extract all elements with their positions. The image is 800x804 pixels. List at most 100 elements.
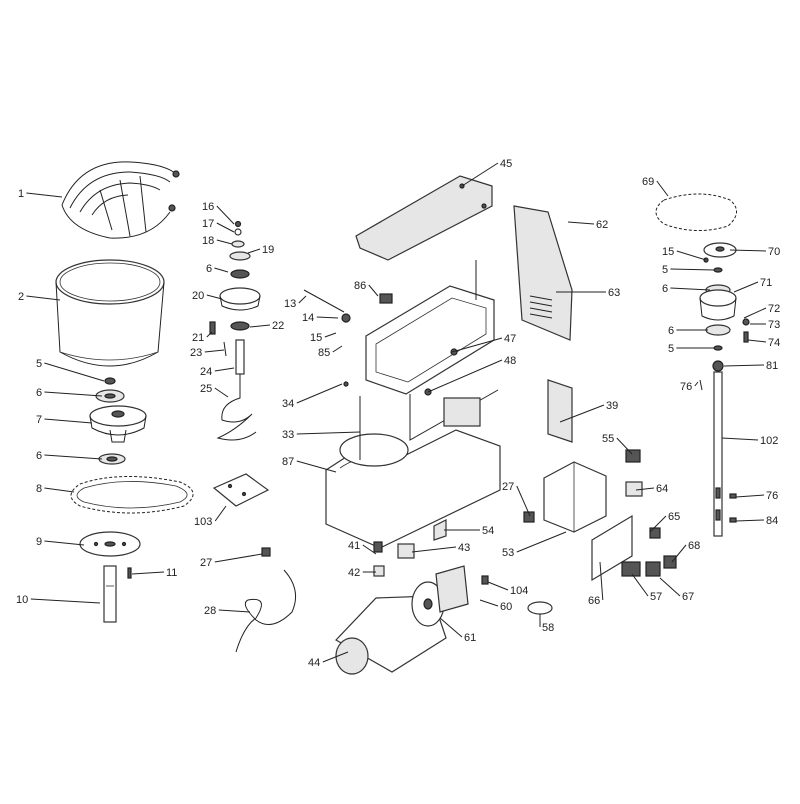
leader-line-c84 (735, 519, 765, 522)
leader-line-c86 (368, 284, 379, 297)
leader-line-c5b (670, 268, 715, 271)
leader-line-c6a (44, 391, 103, 397)
leader-line-c85 (332, 345, 343, 353)
callout-c6b: 6 (36, 450, 42, 462)
leader-line-c53 (516, 531, 567, 553)
callout-c7: 7 (36, 414, 42, 426)
callout-c65: 65 (668, 511, 680, 523)
callout-c47: 47 (504, 333, 516, 345)
callout-c63: 63 (608, 287, 620, 299)
machine-body (325, 260, 501, 549)
leader-line-c39 (559, 404, 605, 423)
callout-c18: 18 (202, 235, 214, 247)
callout-c24: 24 (200, 366, 212, 378)
callout-c69: 69 (642, 176, 654, 188)
callout-c25: 25 (200, 383, 212, 395)
callout-c5a: 5 (36, 358, 42, 370)
side-panel-grill (513, 205, 573, 341)
callout-c76b: 76 (766, 490, 778, 502)
leader-line-c27b (214, 553, 263, 563)
callout-c76a: 76 (680, 381, 692, 393)
callout-c74: 74 (768, 337, 780, 349)
callout-c16: 16 (202, 201, 214, 213)
cable-and-plate (212, 473, 297, 653)
callout-c68: 68 (688, 540, 700, 552)
callout-c54: 54 (482, 525, 494, 537)
callout-c5c: 5 (668, 343, 674, 355)
callout-c17: 17 (202, 218, 214, 230)
leader-line-c8 (44, 487, 75, 493)
leader-line-c69 (656, 180, 669, 197)
leader-line-c22 (249, 324, 271, 328)
callout-c57: 57 (650, 591, 662, 603)
leader-line-c5a (44, 362, 105, 382)
leader-line-c16 (216, 205, 235, 225)
callout-c70: 70 (768, 246, 780, 258)
leader-line-c21 (206, 331, 213, 338)
bowl-guard (61, 161, 180, 239)
leader-line-c34 (296, 383, 343, 404)
leader-line-c19 (247, 248, 261, 254)
callout-c5b: 5 (662, 264, 668, 276)
callout-c34: 34 (282, 398, 294, 410)
leader-line-c1 (26, 192, 63, 198)
leader-line-c6d (670, 287, 711, 291)
callout-c39: 39 (606, 400, 618, 412)
leader-line-c87 (296, 460, 337, 473)
callout-c8: 8 (36, 483, 42, 495)
drive-chain-lower (70, 475, 194, 514)
spindle-assembly (209, 220, 261, 441)
callout-c43: 43 (458, 542, 470, 554)
control-box (523, 379, 677, 582)
callout-c14: 14 (302, 312, 314, 324)
leader-line-c2 (26, 295, 61, 301)
mixing-bowl (55, 259, 165, 367)
callout-c2: 2 (18, 291, 24, 303)
callout-c67: 67 (682, 591, 694, 603)
leader-line-c55 (616, 437, 633, 455)
callout-c48: 48 (504, 355, 516, 367)
leader-line-c15a (324, 332, 337, 338)
callout-c85: 85 (318, 347, 330, 359)
motor-assembly (335, 519, 553, 675)
leader-line-c13 (298, 295, 307, 304)
leader-line-c81 (723, 364, 765, 367)
leader-line-c27a (516, 485, 531, 517)
callout-c28: 28 (204, 605, 216, 617)
callout-c55: 55 (602, 433, 614, 445)
leader-line-c68 (671, 544, 687, 563)
leader-line-c72 (743, 307, 767, 319)
leader-line-c47 (451, 337, 503, 353)
leader-line-c60 (479, 599, 499, 607)
callout-c11: 11 (166, 567, 177, 579)
callout-c72: 72 (768, 303, 780, 315)
leader-line-c17 (216, 222, 235, 233)
leader-line-c28 (218, 609, 251, 613)
leader-line-c6c (214, 267, 229, 273)
callout-c15a: 15 (310, 332, 322, 344)
leader-line-c76a (694, 381, 699, 387)
leader-line-c23 (204, 349, 225, 353)
leader-line-c65 (649, 515, 667, 533)
leader-line-c43 (411, 546, 457, 553)
callout-c44: 44 (308, 657, 320, 669)
leader-line-c15b (676, 250, 707, 261)
leader-line-c11 (131, 571, 165, 575)
leader-line-c70 (729, 249, 767, 252)
callout-c6c: 6 (206, 263, 212, 275)
leader-line-c104 (487, 581, 509, 591)
callout-c6d: 6 (662, 283, 668, 295)
right-bearing-stack (699, 242, 750, 537)
callout-c21: 21 (192, 332, 204, 344)
callout-c58: 58 (542, 622, 554, 634)
callout-c73: 73 (768, 319, 780, 331)
callout-c64: 64 (656, 483, 668, 495)
callout-c9: 9 (36, 536, 42, 548)
leader-line-c66 (599, 561, 604, 601)
leader-line-c10 (30, 598, 101, 604)
callout-c87: 87 (282, 456, 294, 468)
leader-line-c67 (659, 577, 681, 597)
callout-c20: 20 (192, 290, 204, 302)
leader-line-c25 (214, 387, 229, 398)
